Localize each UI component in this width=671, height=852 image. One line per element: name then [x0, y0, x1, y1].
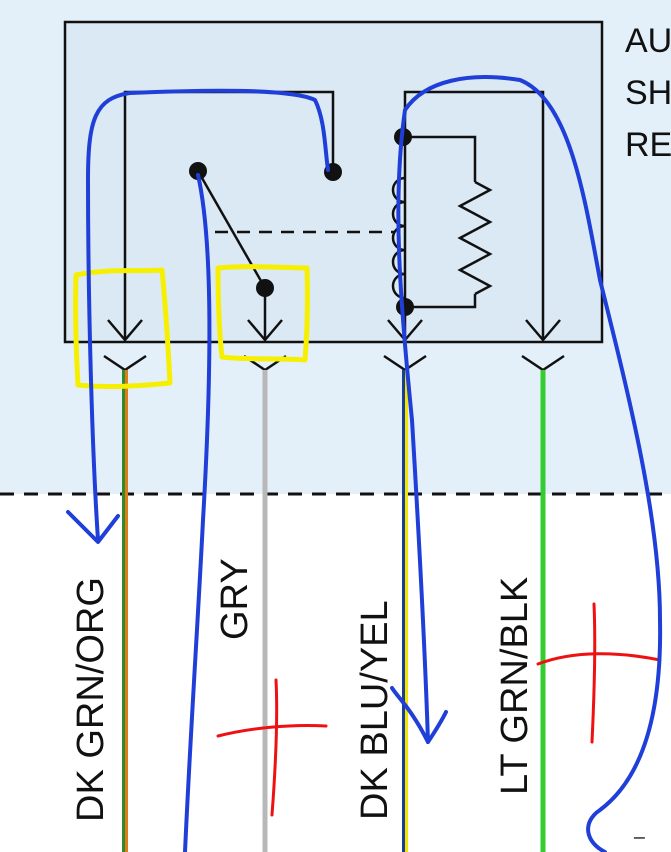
relay-title-line-1: AU [625, 22, 671, 60]
cross-mark-ltgrn-vertical [590, 602, 597, 744]
cross-mark-ltgrn-horizontal [536, 652, 662, 666]
wire-2 [402, 370, 408, 852]
trace-annotations [66, 75, 663, 852]
relay-body [63, 20, 604, 344]
relay-title-line-3: RE [625, 126, 671, 164]
cross-marks [216, 602, 662, 817]
coil-bottom-contact [396, 298, 414, 316]
highlight-marks [73, 264, 310, 389]
wire-label-gry: GRY [214, 558, 256, 640]
trace-path-gry [183, 173, 212, 852]
trace-path-coil-loop [396, 75, 663, 852]
wire-label-dk-grn-org: DK GRN/ORG [70, 577, 112, 822]
switch-contacts [189, 162, 342, 297]
cross-mark-gry-horizontal [216, 723, 328, 738]
wire-label-lt-grn-blk: LT GRN/BLK [494, 577, 536, 795]
coil-circuit [391, 90, 545, 340]
pivot-contact [189, 162, 207, 180]
trace-arrow-dk-blu-yel [390, 686, 448, 744]
wire-label-dk-blu-yel: DK BLU/YEL [354, 600, 396, 820]
highlight-box-terminal-1 [73, 267, 173, 389]
highlight-box-terminal-2 [215, 264, 310, 363]
wire-0 [122, 370, 128, 852]
trace-arrow-dk-grn-org [66, 510, 120, 544]
harness-wires [122, 370, 546, 852]
trace-path-dk-grn-org [86, 88, 330, 542]
common-contact [256, 279, 274, 297]
cross-mark-gry-vertical [270, 678, 279, 817]
relay-title-line-2: SH [625, 74, 671, 112]
clipped-glyph: ⁻ [632, 827, 647, 852]
